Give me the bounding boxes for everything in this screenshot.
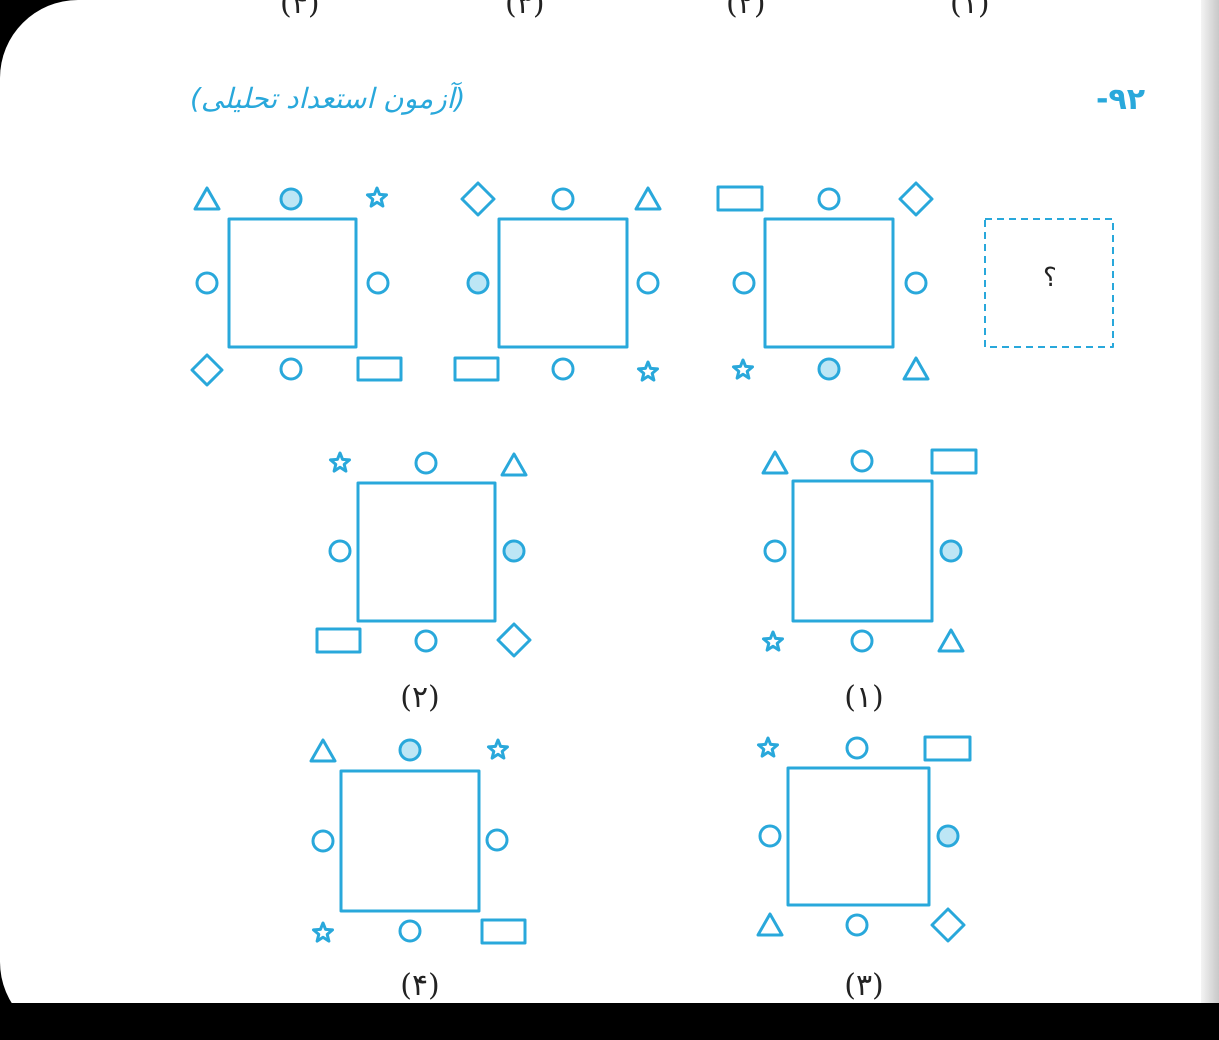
triangle-icon bbox=[500, 452, 528, 477]
circle-icon bbox=[485, 828, 509, 852]
filled-circle-icon bbox=[817, 357, 841, 381]
star-icon bbox=[329, 451, 351, 473]
filled-circle-icon bbox=[466, 271, 490, 295]
option-label-4[interactable]: (۴) bbox=[400, 968, 440, 1003]
missing-figure-box bbox=[984, 218, 1114, 348]
star-icon bbox=[762, 630, 784, 652]
option-2-figure[interactable] bbox=[315, 451, 532, 658]
circle-icon bbox=[551, 187, 575, 211]
filled-circle-icon bbox=[936, 824, 960, 848]
triangle-icon bbox=[937, 628, 965, 653]
diamond-icon bbox=[190, 353, 224, 387]
rectangle-icon bbox=[923, 735, 972, 762]
circle-icon bbox=[817, 187, 841, 211]
star-icon bbox=[732, 358, 754, 380]
circle-icon bbox=[845, 736, 869, 760]
prev-option-label-3: (۳) bbox=[505, 0, 545, 21]
circle-icon bbox=[763, 539, 787, 563]
question-source: (آزمون استعداد تحلیلی) bbox=[190, 82, 466, 115]
prev-option-label-2: (۲) bbox=[726, 0, 766, 21]
diamond-icon bbox=[898, 181, 934, 217]
filled-circle-icon bbox=[939, 539, 963, 563]
option-label-1[interactable]: (۱) bbox=[844, 680, 884, 715]
sequence-figure-3 bbox=[716, 181, 934, 381]
star-icon bbox=[366, 186, 388, 208]
option-3-figure[interactable] bbox=[756, 735, 972, 943]
circle-icon bbox=[845, 913, 869, 937]
page-bottom-border bbox=[0, 1003, 1219, 1040]
filled-circle-icon bbox=[279, 187, 303, 211]
prev-option-label-4: (۴) bbox=[280, 0, 320, 21]
option-4-figure[interactable] bbox=[309, 738, 527, 945]
diamond-icon bbox=[930, 907, 966, 943]
circle-icon bbox=[195, 271, 219, 295]
rectangle-icon bbox=[356, 356, 403, 382]
circle-icon bbox=[414, 451, 438, 475]
triangle-icon bbox=[756, 912, 784, 937]
triangle-icon bbox=[761, 450, 789, 475]
rectangle-icon bbox=[480, 918, 527, 945]
circle-icon bbox=[636, 271, 660, 295]
page-edge bbox=[1201, 0, 1219, 1005]
diamond-icon bbox=[460, 181, 496, 217]
circle-icon bbox=[732, 271, 756, 295]
star-icon bbox=[312, 921, 334, 943]
circle-icon bbox=[398, 919, 422, 943]
rectangle-icon bbox=[930, 448, 978, 475]
sequence-figure-2 bbox=[453, 181, 662, 382]
circle-icon bbox=[311, 829, 335, 853]
filled-circle-icon bbox=[502, 539, 526, 563]
triangle-icon bbox=[309, 738, 337, 763]
missing-figure-mark: ؟ bbox=[1043, 263, 1057, 293]
question-number: -۹۲ bbox=[1096, 82, 1146, 117]
circle-icon bbox=[850, 449, 874, 473]
circle-icon bbox=[904, 271, 928, 295]
triangle-icon bbox=[902, 356, 930, 381]
rectangle-icon bbox=[315, 627, 362, 654]
circle-icon bbox=[758, 824, 782, 848]
sequence-figure-1 bbox=[190, 186, 403, 387]
option-1-figure[interactable] bbox=[761, 448, 978, 653]
circle-icon bbox=[850, 629, 874, 653]
circle-icon bbox=[328, 539, 352, 563]
diamond-icon bbox=[496, 622, 532, 658]
rectangle-icon bbox=[453, 356, 500, 382]
circle-icon bbox=[414, 629, 438, 653]
star-icon bbox=[487, 738, 509, 760]
circle-icon bbox=[279, 357, 303, 381]
star-icon bbox=[757, 736, 779, 758]
option-label-2[interactable]: (۲) bbox=[400, 680, 440, 715]
star-icon bbox=[637, 360, 659, 382]
circle-icon bbox=[366, 271, 390, 295]
prev-option-label-1: (۱) bbox=[950, 0, 990, 21]
filled-circle-icon bbox=[398, 738, 422, 762]
option-label-3[interactable]: (۳) bbox=[844, 968, 884, 1003]
rectangle-icon bbox=[716, 185, 764, 212]
circle-icon bbox=[551, 357, 575, 381]
triangle-icon bbox=[193, 186, 221, 211]
triangle-icon bbox=[634, 186, 662, 211]
